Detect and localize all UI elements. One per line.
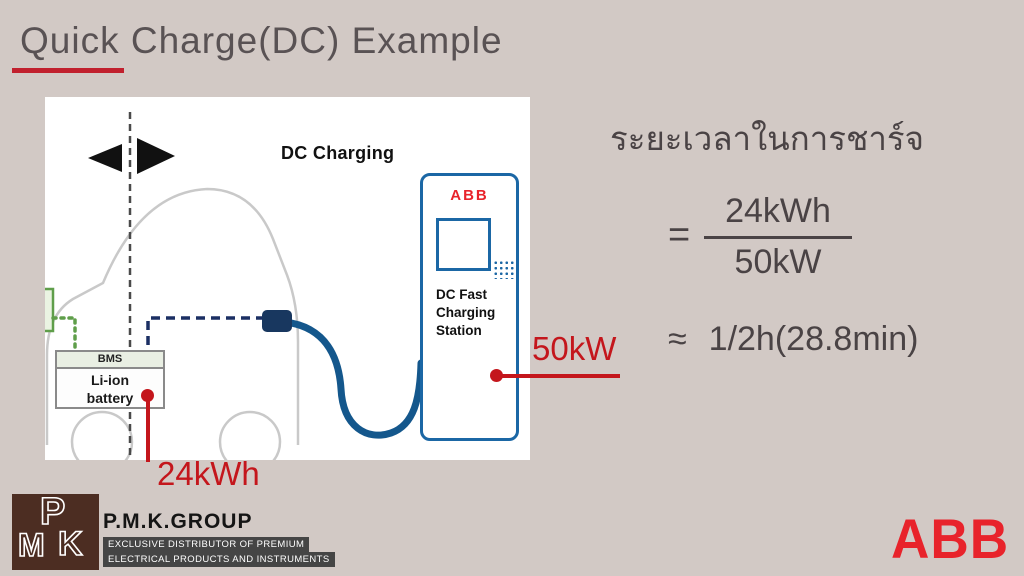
navy-dashed-wire	[146, 316, 265, 350]
station-label: DC Fast Charging Station	[436, 287, 496, 339]
station-dot-grid-icon	[493, 260, 516, 279]
battery-box: BMS Li-ion battery	[55, 350, 165, 409]
charging-time-fraction: 24kWh 50kW	[702, 192, 854, 282]
result-row: ≈ 1/2h(28.8min)	[668, 320, 918, 359]
station-screen	[436, 218, 491, 271]
result-text: 1/2h(28.8min)	[708, 320, 919, 358]
pmk-logo-letter-m: M	[17, 526, 45, 564]
charging-duration-heading: ระยะเวลาในการชาร์จ	[610, 119, 924, 158]
charging-cable	[281, 318, 425, 439]
pmk-logo-letter-p: P	[39, 490, 66, 534]
power-label: 50kW	[532, 330, 617, 367]
rear-wheel	[70, 410, 134, 460]
equals-sign: =	[668, 214, 691, 256]
power-annotation-line	[496, 374, 620, 378]
abb-logo: ABB	[891, 507, 1010, 570]
pmk-logo-letter-k: K	[57, 524, 83, 564]
green-dotted-wire	[51, 316, 77, 352]
diagram-panel: DC Charging BMS Li-ion battery ABB DC Fa…	[45, 97, 530, 460]
cable-connector	[262, 310, 292, 332]
dc-charging-label: DC Charging	[281, 143, 395, 163]
car-outline	[45, 187, 300, 445]
bms-label: BMS	[57, 352, 163, 369]
title-underline	[12, 68, 124, 73]
pmk-company-name: P.M.K.GROUP	[103, 510, 253, 533]
approx-sign: ≈	[668, 320, 687, 358]
fraction-bar	[704, 236, 852, 239]
battery-label: Li-ion battery	[86, 372, 134, 407]
page-title: Quick Charge(DC) Example	[20, 20, 503, 61]
ev-charging-drawing	[45, 112, 425, 460]
fraction-numerator: 24kWh	[725, 192, 831, 230]
pmk-tagline-line1: EXCLUSIVE DISTRIBUTOR OF PREMIUM	[103, 537, 310, 552]
green-component	[45, 287, 55, 333]
charging-station: ABB DC Fast Charging Station	[420, 173, 519, 441]
pmk-tagline-line2: ELECTRICAL PRODUCTS AND INSTRUMENTS	[103, 552, 335, 567]
pmk-logo: P M K	[12, 490, 99, 570]
left-arrow-icon	[88, 144, 122, 172]
capacity-label: 24kWh	[157, 455, 260, 492]
right-arrow-icon	[137, 138, 175, 174]
capacity-annotation-line	[146, 395, 150, 462]
front-wheel	[218, 410, 282, 460]
station-brand-text: ABB	[450, 187, 489, 204]
fraction-denominator: 50kW	[734, 243, 822, 281]
